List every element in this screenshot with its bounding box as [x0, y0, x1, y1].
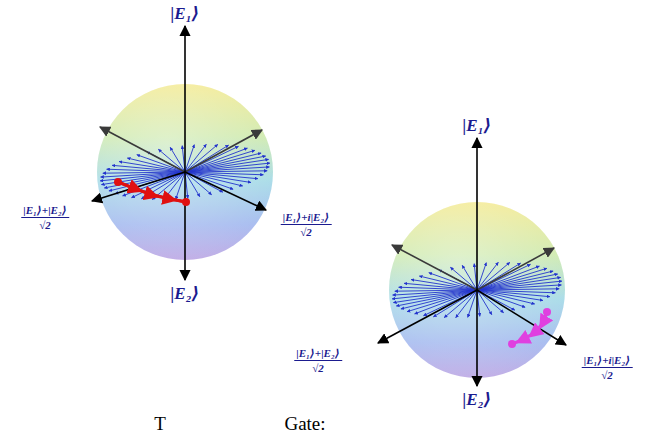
state-arrow [429, 273, 477, 290]
axis-arrow [184, 172, 186, 280]
trajectory-dot [182, 198, 190, 206]
axis-arrow [100, 127, 185, 172]
axis-arrow [477, 290, 566, 345]
state-label: |E₂⟩ [463, 390, 492, 410]
axis-arrow [185, 172, 266, 210]
trajectory-dot [543, 308, 551, 316]
state-arrow [103, 172, 185, 173]
state-arrow [477, 274, 558, 290]
trajectory [512, 312, 547, 344]
state-arrow [185, 156, 266, 172]
fraction-denominator: √2 [599, 369, 615, 382]
state-label: |E₂⟩ [171, 284, 200, 304]
state-arrow [185, 171, 267, 172]
axis-arrow [378, 290, 477, 343]
state-arrow [185, 148, 247, 172]
trajectory-dot [508, 340, 516, 348]
fraction-denominator: √2 [37, 219, 53, 232]
trajectory [118, 182, 186, 202]
state-arrow [137, 155, 185, 172]
trajectory-arrows [118, 182, 186, 202]
fraction-numerator: |E₁⟩+|E₂⟩ [21, 204, 69, 218]
fraction-numerator: |E₁⟩+i|E₂⟩ [281, 211, 332, 225]
state-label: |E₁⟩ [463, 116, 492, 136]
axis-arrow [392, 245, 477, 290]
axis-arrow [477, 248, 554, 290]
fraction-numerator: |E₁⟩+|E₂⟩ [294, 347, 342, 361]
fraction-denominator: √2 [298, 226, 314, 239]
trajectory-dot [114, 178, 122, 186]
axis-arrow [185, 130, 262, 172]
caption-text: T [154, 413, 166, 435]
fraction-denominator: √2 [310, 362, 326, 375]
bloch-sphere [92, 26, 273, 280]
axis-arrow [476, 290, 478, 386]
axis-arrow [476, 138, 478, 290]
bloch-sphere [378, 138, 566, 386]
state-arrow [393, 290, 477, 295]
caption-text: Gate: [284, 413, 325, 435]
axis-arrow [92, 172, 185, 201]
state-arrow [101, 172, 185, 185]
state-arrow [395, 290, 477, 291]
state-arrow [477, 289, 559, 290]
state-arrow [477, 266, 539, 290]
fraction-numerator: |E₁⟩+i|E₂⟩ [582, 354, 633, 368]
state-label: |E₁⟩ [171, 4, 200, 24]
axis-arrow [184, 26, 186, 172]
